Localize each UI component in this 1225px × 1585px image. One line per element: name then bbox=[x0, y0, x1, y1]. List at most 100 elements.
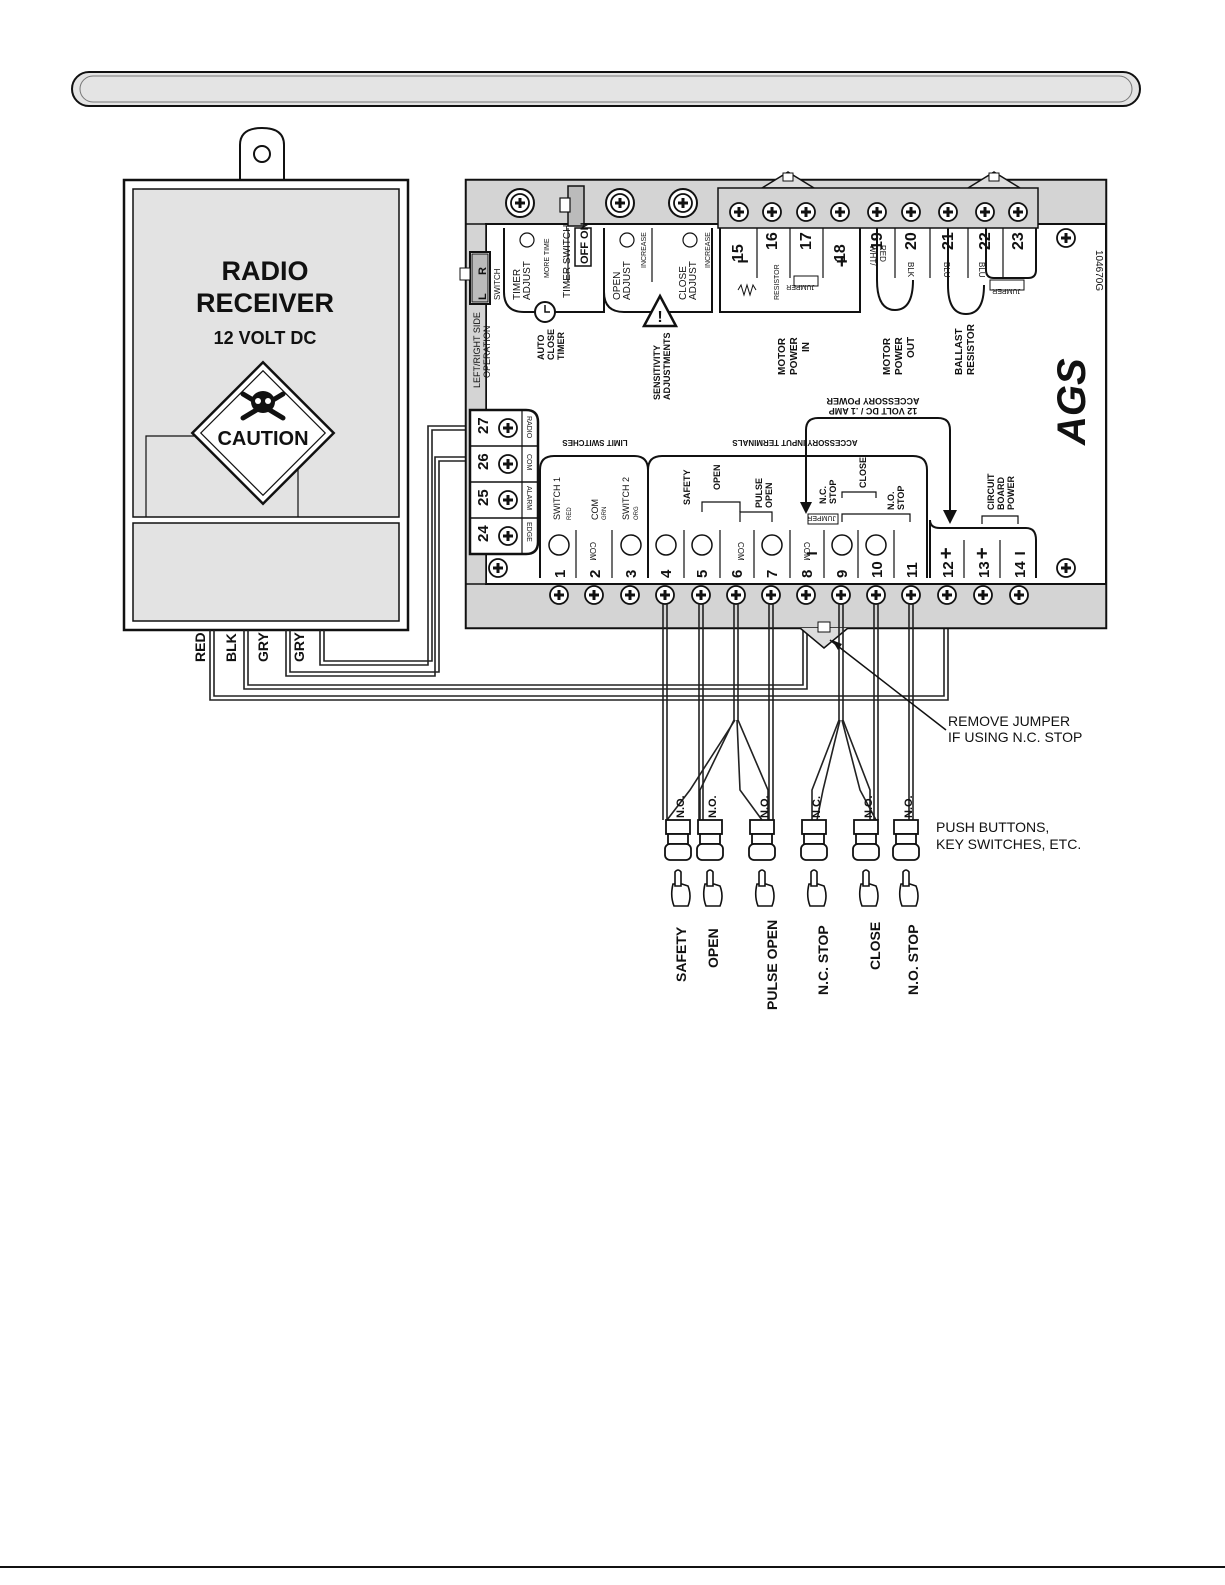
svg-text:2: 2 bbox=[587, 570, 604, 578]
push-button-safety: N.O. SAFETY bbox=[664, 795, 692, 982]
svg-text:9: 9 bbox=[834, 570, 851, 578]
svg-text:PUSH BUTTONS,: PUSH BUTTONS, bbox=[936, 819, 1049, 835]
receiver-title-1: RADIO bbox=[222, 256, 309, 286]
svg-text:CLOSE: CLOSE bbox=[546, 329, 556, 360]
svg-text:POWER: POWER bbox=[789, 336, 800, 375]
svg-text:REMOVE JUMPER: REMOVE JUMPER bbox=[948, 713, 1070, 729]
svg-text:OPEN: OPEN bbox=[612, 272, 623, 300]
part-number: 104670G bbox=[1093, 250, 1104, 291]
svg-text:OPEN: OPEN bbox=[705, 928, 721, 968]
wire-label-red: RED bbox=[192, 632, 208, 662]
accessory-input-label: ACCESSORY INPUT TERMINALS bbox=[732, 438, 858, 447]
limit-switches-label: LIMIT SWITCHES bbox=[562, 438, 628, 447]
control-board: 15 16 17 18 19 20 21 22 23 − + RESISTOR … bbox=[459, 171, 1108, 649]
push-button-no-stop: N.O. N.O. STOP bbox=[892, 795, 921, 995]
svg-text:RESISTOR: RESISTOR bbox=[774, 264, 781, 300]
svg-text:25: 25 bbox=[475, 489, 492, 506]
timer-off-on: OFF ON bbox=[579, 222, 591, 264]
push-button-close: N.O. CLOSE bbox=[852, 795, 883, 970]
svg-text:6: 6 bbox=[729, 570, 746, 578]
svg-text:−: − bbox=[737, 251, 749, 273]
finger-icon bbox=[670, 869, 691, 907]
clock-icon bbox=[534, 301, 556, 323]
push-button-nc-stop: N.C. N.C. STOP bbox=[800, 796, 831, 995]
svg-text:5: 5 bbox=[694, 570, 711, 578]
svg-text:27: 27 bbox=[475, 417, 492, 434]
wire-label-gry-2: GRY bbox=[291, 632, 307, 662]
svg-text:ADJUST: ADJUST bbox=[688, 261, 699, 300]
header-bar bbox=[71, 71, 1141, 107]
svg-text:4: 4 bbox=[658, 569, 675, 578]
svg-text:+: + bbox=[940, 543, 952, 565]
svg-text:MORE TIME: MORE TIME bbox=[544, 238, 551, 278]
svg-text:3: 3 bbox=[623, 570, 640, 578]
caution-sign: CAUTION bbox=[190, 360, 336, 506]
skull-icon bbox=[240, 391, 286, 421]
svg-text:COM: COM bbox=[736, 542, 745, 561]
svg-text:24: 24 bbox=[475, 525, 492, 542]
svg-text:MOTOR: MOTOR bbox=[882, 337, 893, 375]
board-screw-bl bbox=[488, 558, 508, 578]
svg-text:OUT: OUT bbox=[906, 337, 917, 358]
top-terminal-strip bbox=[717, 171, 1039, 229]
svg-text:ADJUST: ADJUST bbox=[522, 261, 533, 300]
svg-text:N.O.: N.O. bbox=[903, 795, 915, 818]
svg-text:GRN: GRN bbox=[602, 507, 608, 520]
svg-text:10: 10 bbox=[869, 561, 886, 578]
svg-text:COM: COM bbox=[525, 454, 532, 471]
svg-text:N.O.: N.O. bbox=[675, 795, 687, 818]
svg-text:COM: COM bbox=[588, 542, 597, 561]
svg-text:N.O.: N.O. bbox=[886, 491, 896, 510]
svg-text:L: L bbox=[477, 293, 489, 300]
accessory-input-frame bbox=[647, 455, 928, 578]
svg-text:N.O. STOP: N.O. STOP bbox=[905, 924, 921, 995]
svg-text:8: 8 bbox=[799, 570, 816, 578]
receiver-wire-labels: RED BLK GRY GRY bbox=[192, 632, 307, 662]
svg-text:RESISTOR: RESISTOR bbox=[966, 323, 977, 375]
svg-text:CLOSE: CLOSE bbox=[678, 266, 689, 300]
timer-section-frame bbox=[503, 228, 605, 313]
svg-text:18: 18 bbox=[832, 244, 849, 262]
side-terminal-block: 27 26 25 24 RADIO COM ALARM EDGE bbox=[468, 408, 540, 556]
ags-logo: AGS bbox=[1050, 358, 1094, 446]
svg-text:N.C.: N.C. bbox=[818, 486, 828, 504]
lr-switch: R L SWITCH LEFT/RIGHT SIDE OPERATION bbox=[459, 251, 502, 388]
svg-text:BALLAST: BALLAST bbox=[954, 328, 965, 375]
button-wires bbox=[662, 604, 914, 821]
nc-stop-jumper bbox=[799, 627, 849, 649]
svg-text:BOARD: BOARD bbox=[996, 477, 1006, 510]
svg-text:+: + bbox=[836, 251, 848, 273]
svg-text:N.O.: N.O. bbox=[707, 795, 719, 818]
svg-text:STOP: STOP bbox=[896, 486, 906, 510]
svg-text:SWITCH 1: SWITCH 1 bbox=[552, 477, 562, 520]
remove-jumper-note: REMOVE JUMPER IF USING N.C. STOP bbox=[829, 639, 1082, 745]
svg-text:POWER: POWER bbox=[1006, 475, 1016, 510]
svg-text:TIMER: TIMER bbox=[512, 269, 523, 300]
svg-text:COM: COM bbox=[590, 499, 600, 520]
svg-text:+: + bbox=[976, 543, 988, 565]
svg-text:N.C.: N.C. bbox=[811, 796, 823, 818]
push-buttons-note: PUSH BUTTONS, KEY SWITCHES, ETC. bbox=[936, 819, 1081, 852]
finger-icon bbox=[754, 869, 775, 907]
svg-text:LEFT/RIGHT SIDE: LEFT/RIGHT SIDE bbox=[472, 312, 482, 388]
finger-icon bbox=[702, 869, 723, 907]
svg-text:COM: COM bbox=[802, 542, 811, 561]
ballast-frame bbox=[947, 228, 985, 316]
svg-text:N.C. STOP: N.C. STOP bbox=[815, 925, 831, 995]
svg-text:AUTO: AUTO bbox=[536, 335, 546, 360]
svg-text:16: 16 bbox=[764, 232, 781, 250]
svg-text:17: 17 bbox=[798, 232, 815, 250]
finger-icon bbox=[806, 869, 827, 907]
finger-icon bbox=[858, 869, 879, 907]
svg-text:−: − bbox=[806, 543, 818, 565]
limit-switch-frame bbox=[539, 455, 649, 578]
svg-text:TIMER SWITCH: TIMER SWITCH bbox=[562, 225, 573, 298]
svg-text:!: ! bbox=[657, 309, 662, 326]
board-screw-tr bbox=[1056, 228, 1076, 248]
svg-text:12: 12 bbox=[940, 561, 957, 578]
svg-text:15: 15 bbox=[730, 244, 747, 262]
receiver-wires bbox=[209, 425, 949, 701]
push-button-pulse-open: N.O. PULSE OPEN bbox=[748, 795, 780, 1010]
svg-text:MOTOR: MOTOR bbox=[777, 337, 788, 375]
